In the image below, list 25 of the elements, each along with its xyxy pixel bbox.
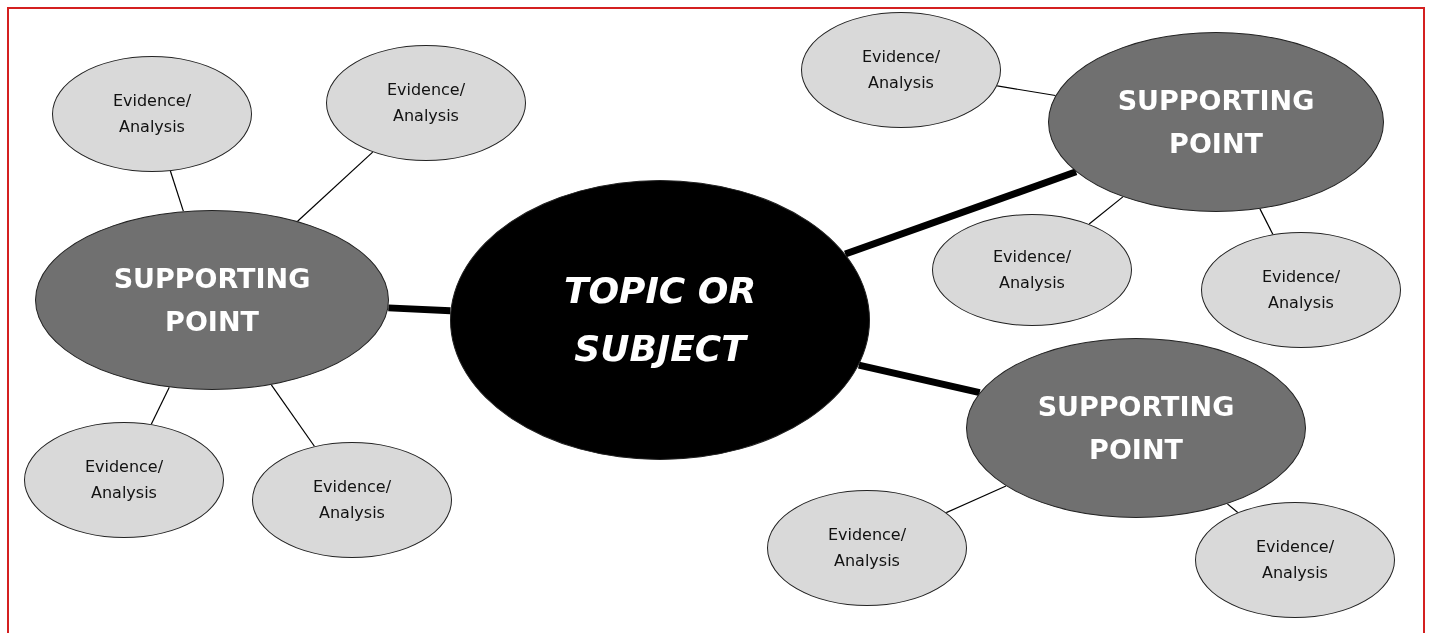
connector-line: [996, 85, 1057, 97]
point-label: SUPPORTING POINT: [112, 261, 312, 339]
evidence-label: Evidence/ Analysis: [991, 246, 1073, 294]
evidence-label: Evidence/ Analysis: [83, 456, 165, 504]
evidence-label: Evidence/ Analysis: [860, 46, 942, 94]
evidence-label: Evidence/ Analysis: [1254, 536, 1336, 584]
connector-line: [1088, 196, 1124, 225]
point-label: SUPPORTING POINT: [1116, 83, 1316, 161]
evidence-label: Evidence/ Analysis: [1260, 266, 1342, 314]
evidence-label: Evidence/ Analysis: [111, 90, 193, 138]
point-label: TOPIC OR SUBJECT: [562, 269, 758, 371]
connector-line: [1259, 208, 1274, 235]
connector-line: [296, 151, 374, 222]
thick-connector: [844, 168, 1078, 258]
connector-line: [945, 485, 1007, 514]
evidence-label: Evidence/ Analysis: [826, 524, 908, 572]
connector-line: [270, 384, 315, 447]
connector-line: [150, 386, 170, 425]
connector-line: [1226, 503, 1239, 514]
point-label: SUPPORTING POINT: [1036, 389, 1236, 467]
thick-connector: [858, 361, 981, 396]
connector-line: [169, 170, 184, 212]
evidence-label: Evidence/ Analysis: [385, 79, 467, 127]
evidence-label: Evidence/ Analysis: [311, 476, 393, 524]
thick-connector: [388, 304, 451, 315]
